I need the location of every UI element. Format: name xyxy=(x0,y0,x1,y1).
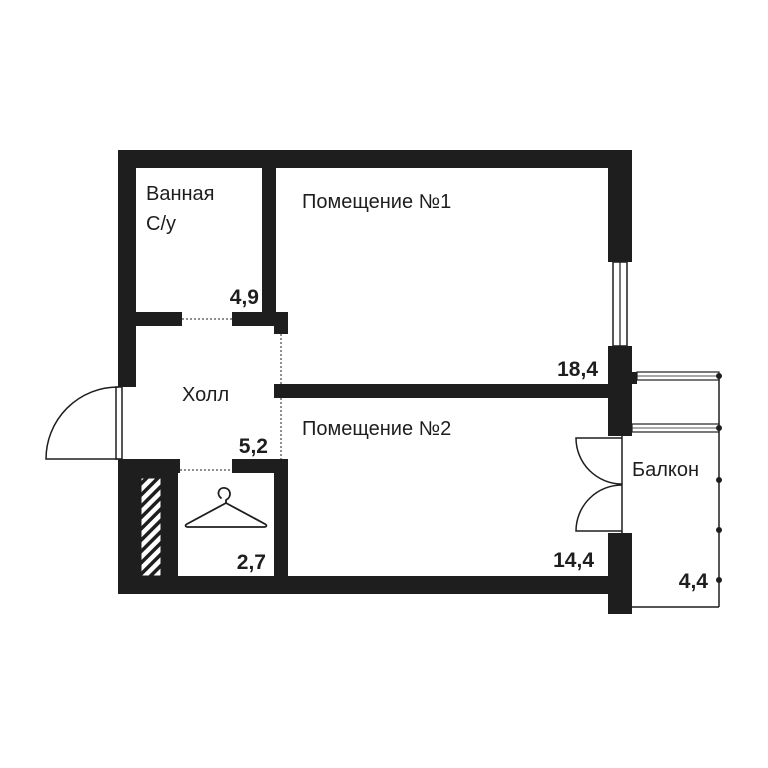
outer-walls xyxy=(118,150,637,614)
room2-area: 14,4 xyxy=(553,549,594,572)
wardrobe-area: 2,7 xyxy=(237,551,266,574)
hall-name: Холл xyxy=(182,384,229,406)
entrance-door-icon xyxy=(45,386,123,460)
coat-hanger-icon xyxy=(184,487,268,528)
bathroom-name: Ванная xyxy=(146,183,215,205)
room1-name: Помещение №1 xyxy=(302,191,451,213)
window-icon xyxy=(612,261,628,347)
balcony-door-icon xyxy=(575,436,623,533)
balcony-outline xyxy=(631,371,722,608)
hall-area: 5,2 xyxy=(239,435,268,458)
interior-walls xyxy=(136,150,608,583)
room2-name: Помещение №2 xyxy=(302,418,451,440)
room1-area: 18,4 xyxy=(557,358,598,381)
ventilation-shaft-icon xyxy=(140,477,162,577)
bathroom-subname: С/у xyxy=(146,213,176,235)
balcony-name: Балкон xyxy=(632,459,699,481)
bathroom-area: 4,9 xyxy=(230,286,259,309)
open-passages xyxy=(180,318,282,471)
balcony-area: 4,4 xyxy=(679,570,709,593)
